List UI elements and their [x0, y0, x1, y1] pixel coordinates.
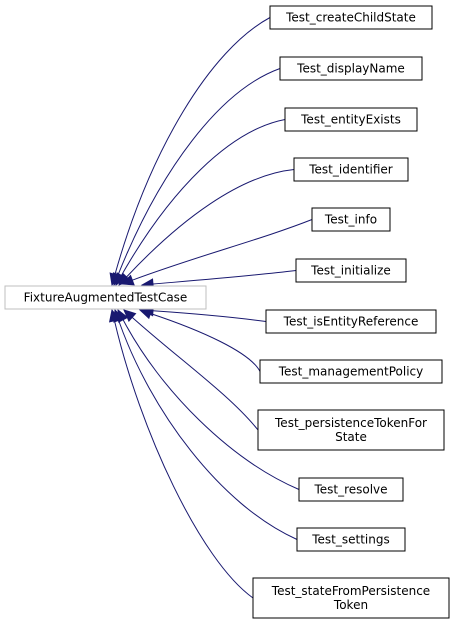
class-box: [296, 527, 406, 552]
class-box: [252, 577, 450, 619]
inheritance-edge-state-from-persistence-token: [114, 320, 254, 599]
base-class-node[interactable]: FixtureAugmentedTestCase: [4, 285, 207, 310]
class-name-label: Test_resolve: [313, 483, 387, 497]
inheritance-edge-entity-exists: [121, 119, 286, 276]
derived-class-node-display-name[interactable]: Test_displayName: [279, 56, 423, 81]
inheritance-edge-resolve: [122, 319, 300, 490]
class-name-label: Test_managementPolicy: [278, 365, 424, 379]
derived-class-node-initialize[interactable]: Test_initialize: [295, 258, 407, 283]
class-box: [269, 5, 433, 30]
class-box: [279, 56, 423, 81]
class-name-label: Test_createChildState: [285, 11, 416, 25]
inheritance-edge-settings: [118, 320, 298, 540]
class-name-label: Test_identifier: [308, 163, 393, 177]
derived-class-node-management-policy[interactable]: Test_managementPolicy: [259, 359, 443, 384]
inheritance-edge-identifier: [126, 169, 295, 278]
class-name-label: Test_initialize: [310, 264, 391, 278]
inheritance-edge-display-name: [117, 68, 281, 275]
derived-class-node-create-child-state[interactable]: Test_createChildState: [269, 5, 433, 30]
class-box: [284, 107, 418, 132]
derived-class-node-info[interactable]: Test_info: [311, 207, 391, 232]
class-name-label: Test_entityExists: [300, 113, 401, 127]
class-name-label: Test_isEntityReference: [283, 315, 419, 329]
inheritance-edge-initialize: [152, 270, 297, 285]
class-box: [257, 409, 445, 451]
class-name-label: Test_settings: [311, 533, 389, 547]
class-name-label: Test_displayName: [296, 62, 405, 76]
inheritance-edge-info: [132, 219, 313, 281]
arrowhead-icon: [123, 309, 137, 322]
inheritance-edge-persistence-token-for-state: [131, 316, 259, 431]
derived-class-node-entity-exists[interactable]: Test_entityExists: [284, 107, 418, 132]
class-box: [259, 359, 443, 384]
class-box: [295, 258, 407, 283]
class-name-label: Test_persistenceTokenFor: [274, 416, 427, 430]
class-name-label: State: [335, 430, 367, 444]
class-box: [298, 477, 404, 502]
class-box: [293, 157, 409, 182]
arrowhead-icon: [108, 308, 121, 323]
derived-class-node-identifier[interactable]: Test_identifier: [293, 157, 409, 182]
class-box: [4, 285, 207, 310]
class-name-label: Test_info: [324, 213, 377, 227]
class-name-label: Test_stateFromPersistence: [271, 584, 430, 598]
inheritance-edge-create-child-state: [114, 17, 271, 275]
class-box: [265, 309, 437, 334]
arrowhead-icon: [120, 274, 135, 286]
inheritance-edge-is-entity-reference: [152, 310, 267, 322]
class-name-label: Token: [333, 598, 368, 612]
derived-class-node-settings[interactable]: Test_settings: [296, 527, 406, 552]
derived-class-node-is-entity-reference[interactable]: Test_isEntityReference: [265, 309, 437, 334]
class-nodes: FixtureAugmentedTestCase Test_createChild…: [4, 5, 450, 619]
inheritance-edge-management-policy: [150, 313, 261, 372]
class-name-label: FixtureAugmentedTestCase: [24, 291, 188, 305]
inheritance-edges: [108, 17, 313, 599]
class-box: [311, 207, 391, 232]
arrowhead-icon: [138, 308, 153, 320]
derived-class-node-resolve[interactable]: Test_resolve: [298, 477, 404, 502]
